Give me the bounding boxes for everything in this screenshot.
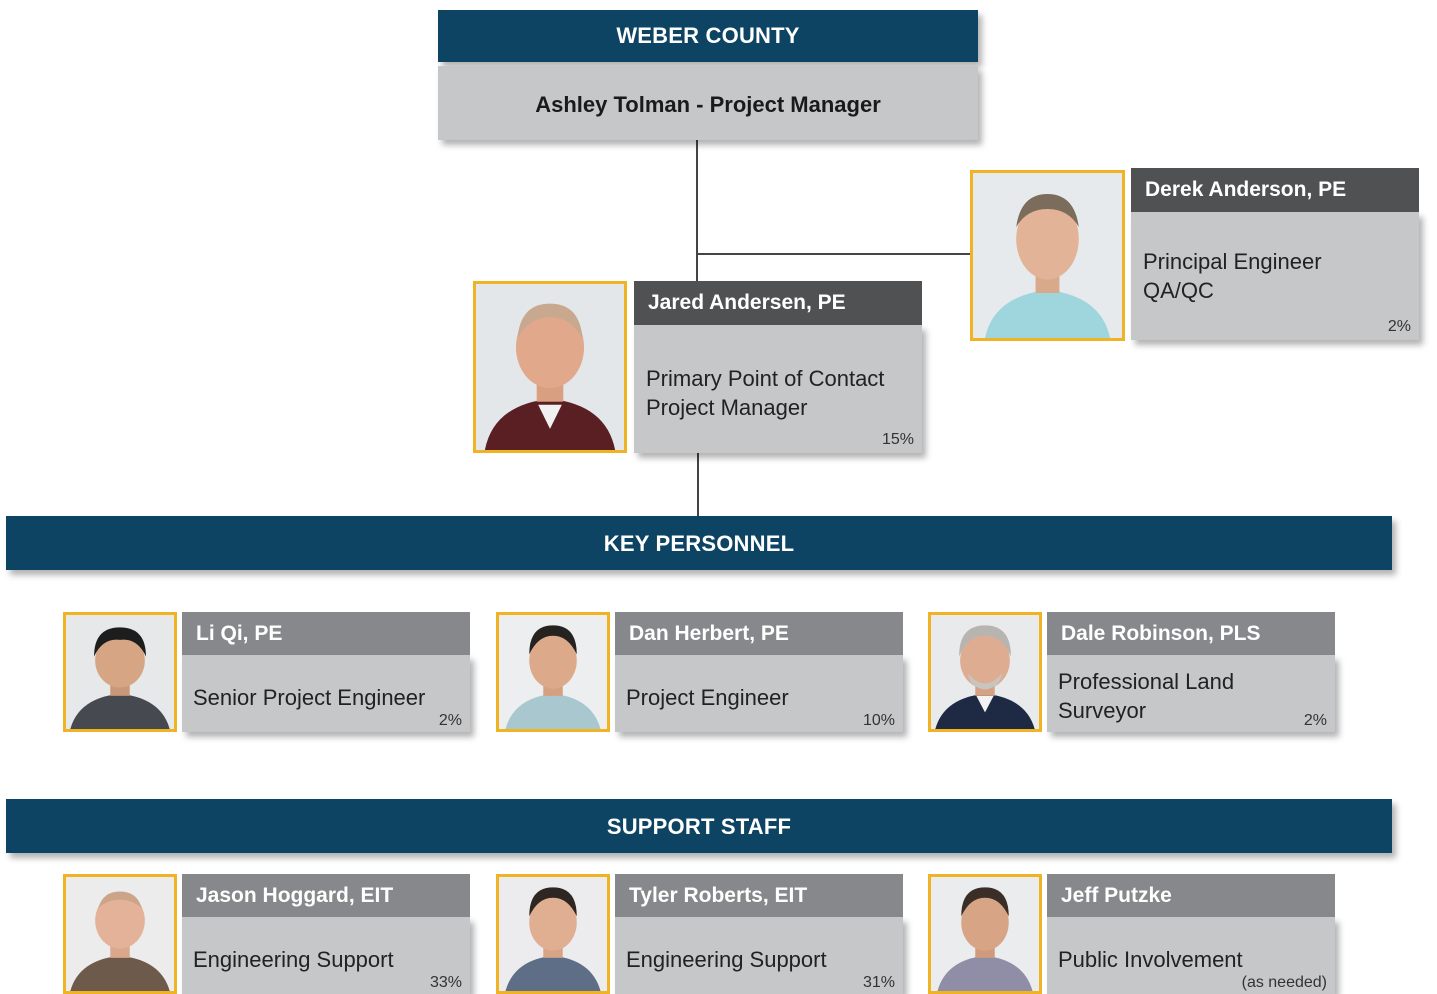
key-personnel-banner-label: KEY PERSONNEL — [603, 531, 795, 556]
person-card-dale-robinson: Professional Land Surveyor 2% Dale Robin… — [928, 612, 1338, 734]
role-line-1: Engineering Support — [626, 947, 827, 972]
name-bar: Jason Hoggard, EIT — [182, 874, 470, 917]
time-allocation: 2% — [1303, 712, 1327, 729]
connector-to-key-personnel — [697, 452, 699, 516]
role-line-2: Surveyor — [1058, 698, 1147, 723]
person-name: Jared Andersen, PE — [648, 291, 846, 314]
person-card-li-qi: Senior Project Engineer 2% Li Qi, PE — [63, 612, 473, 734]
role-line-1: Primary Point of Contact — [646, 366, 885, 391]
role-line-1: Principal Engineer — [1143, 249, 1322, 274]
person-name: Derek Anderson, PE — [1145, 178, 1347, 201]
name-bar: Dale Robinson, PLS — [1047, 612, 1335, 655]
time-allocation: 2% — [1387, 318, 1411, 335]
person-card-jared-andersen: Primary Point of Contact Project Manager… — [472, 281, 924, 456]
name-bar: Dan Herbert, PE — [615, 612, 903, 655]
headshot-photo — [928, 612, 1042, 732]
client-banner-label: WEBER COUNTY — [616, 23, 800, 48]
person-name: Jeff Putzke — [1061, 883, 1172, 907]
person-card-dan-herbert: Project Engineer 10% Dan Herbert, PE — [496, 612, 906, 734]
person-card-jeff-putzke: Public Involvement (as needed) Jeff Putz… — [928, 874, 1338, 994]
name-bar: Jared Andersen, PE — [634, 281, 922, 325]
person-card-jason-hoggard: Engineering Support 33% Jason Hoggard, E… — [63, 874, 473, 994]
headshot-photo — [970, 170, 1125, 341]
headshot-photo — [473, 281, 627, 453]
person-name: Jason Hoggard, EIT — [196, 883, 394, 907]
role-line-2: Project Manager — [646, 395, 808, 420]
time-allocation: (as needed) — [1241, 974, 1327, 991]
person-name: Dan Herbert, PE — [629, 621, 789, 645]
person-name: Dale Robinson, PLS — [1061, 621, 1261, 645]
name-bar: Tyler Roberts, EIT — [615, 874, 903, 917]
headshot-photo — [496, 874, 610, 994]
role-box: Professional Land Surveyor 2% — [1047, 655, 1335, 732]
person-card-derek-anderson: Principal Engineer QA/QC 2% Derek Anders… — [970, 168, 1420, 343]
person-card-tyler-roberts: Engineering Support 31% Tyler Roberts, E… — [496, 874, 906, 994]
client-project-manager-box: Ashley Tolman - Project Manager — [438, 66, 978, 140]
role-box: Primary Point of Contact Project Manager… — [634, 325, 922, 453]
client-banner: WEBER COUNTY — [438, 10, 978, 62]
role-line-1: Project Engineer — [626, 685, 789, 710]
name-bar: Derek Anderson, PE — [1131, 168, 1419, 212]
connector-to-derek — [696, 253, 972, 255]
time-allocation: 31% — [862, 974, 895, 991]
time-allocation: 15% — [881, 431, 914, 448]
role-line-1: Professional Land — [1058, 669, 1235, 694]
role-line-1: Public Involvement — [1058, 947, 1243, 972]
person-name: Tyler Roberts, EIT — [629, 883, 808, 907]
role-box: Public Involvement (as needed) — [1047, 917, 1335, 994]
time-allocation: 2% — [438, 712, 462, 729]
role-box: Engineering Support 33% — [182, 917, 470, 994]
role-box: Engineering Support 31% — [615, 917, 903, 994]
role-box: Senior Project Engineer 2% — [182, 655, 470, 732]
headshot-photo — [496, 612, 610, 732]
role-line-1: Engineering Support — [193, 947, 394, 972]
connector-pm-vertical — [696, 140, 698, 282]
key-personnel-banner: KEY PERSONNEL — [6, 516, 1392, 570]
headshot-photo — [928, 874, 1042, 994]
headshot-photo — [63, 612, 177, 732]
client-project-manager: Ashley Tolman - Project Manager — [535, 92, 881, 117]
role-line-1: Senior Project Engineer — [193, 685, 426, 710]
person-name: Li Qi, PE — [196, 621, 283, 645]
name-bar: Jeff Putzke — [1047, 874, 1335, 917]
role-box: Principal Engineer QA/QC 2% — [1131, 212, 1419, 340]
role-line-2: QA/QC — [1143, 278, 1214, 303]
name-bar: Li Qi, PE — [182, 612, 470, 655]
role-box: Project Engineer 10% — [615, 655, 903, 732]
headshot-photo — [63, 874, 177, 994]
support-staff-banner-label: SUPPORT STAFF — [606, 814, 792, 839]
time-allocation: 10% — [862, 712, 895, 729]
support-staff-banner: SUPPORT STAFF — [6, 799, 1392, 853]
time-allocation: 33% — [429, 974, 462, 991]
